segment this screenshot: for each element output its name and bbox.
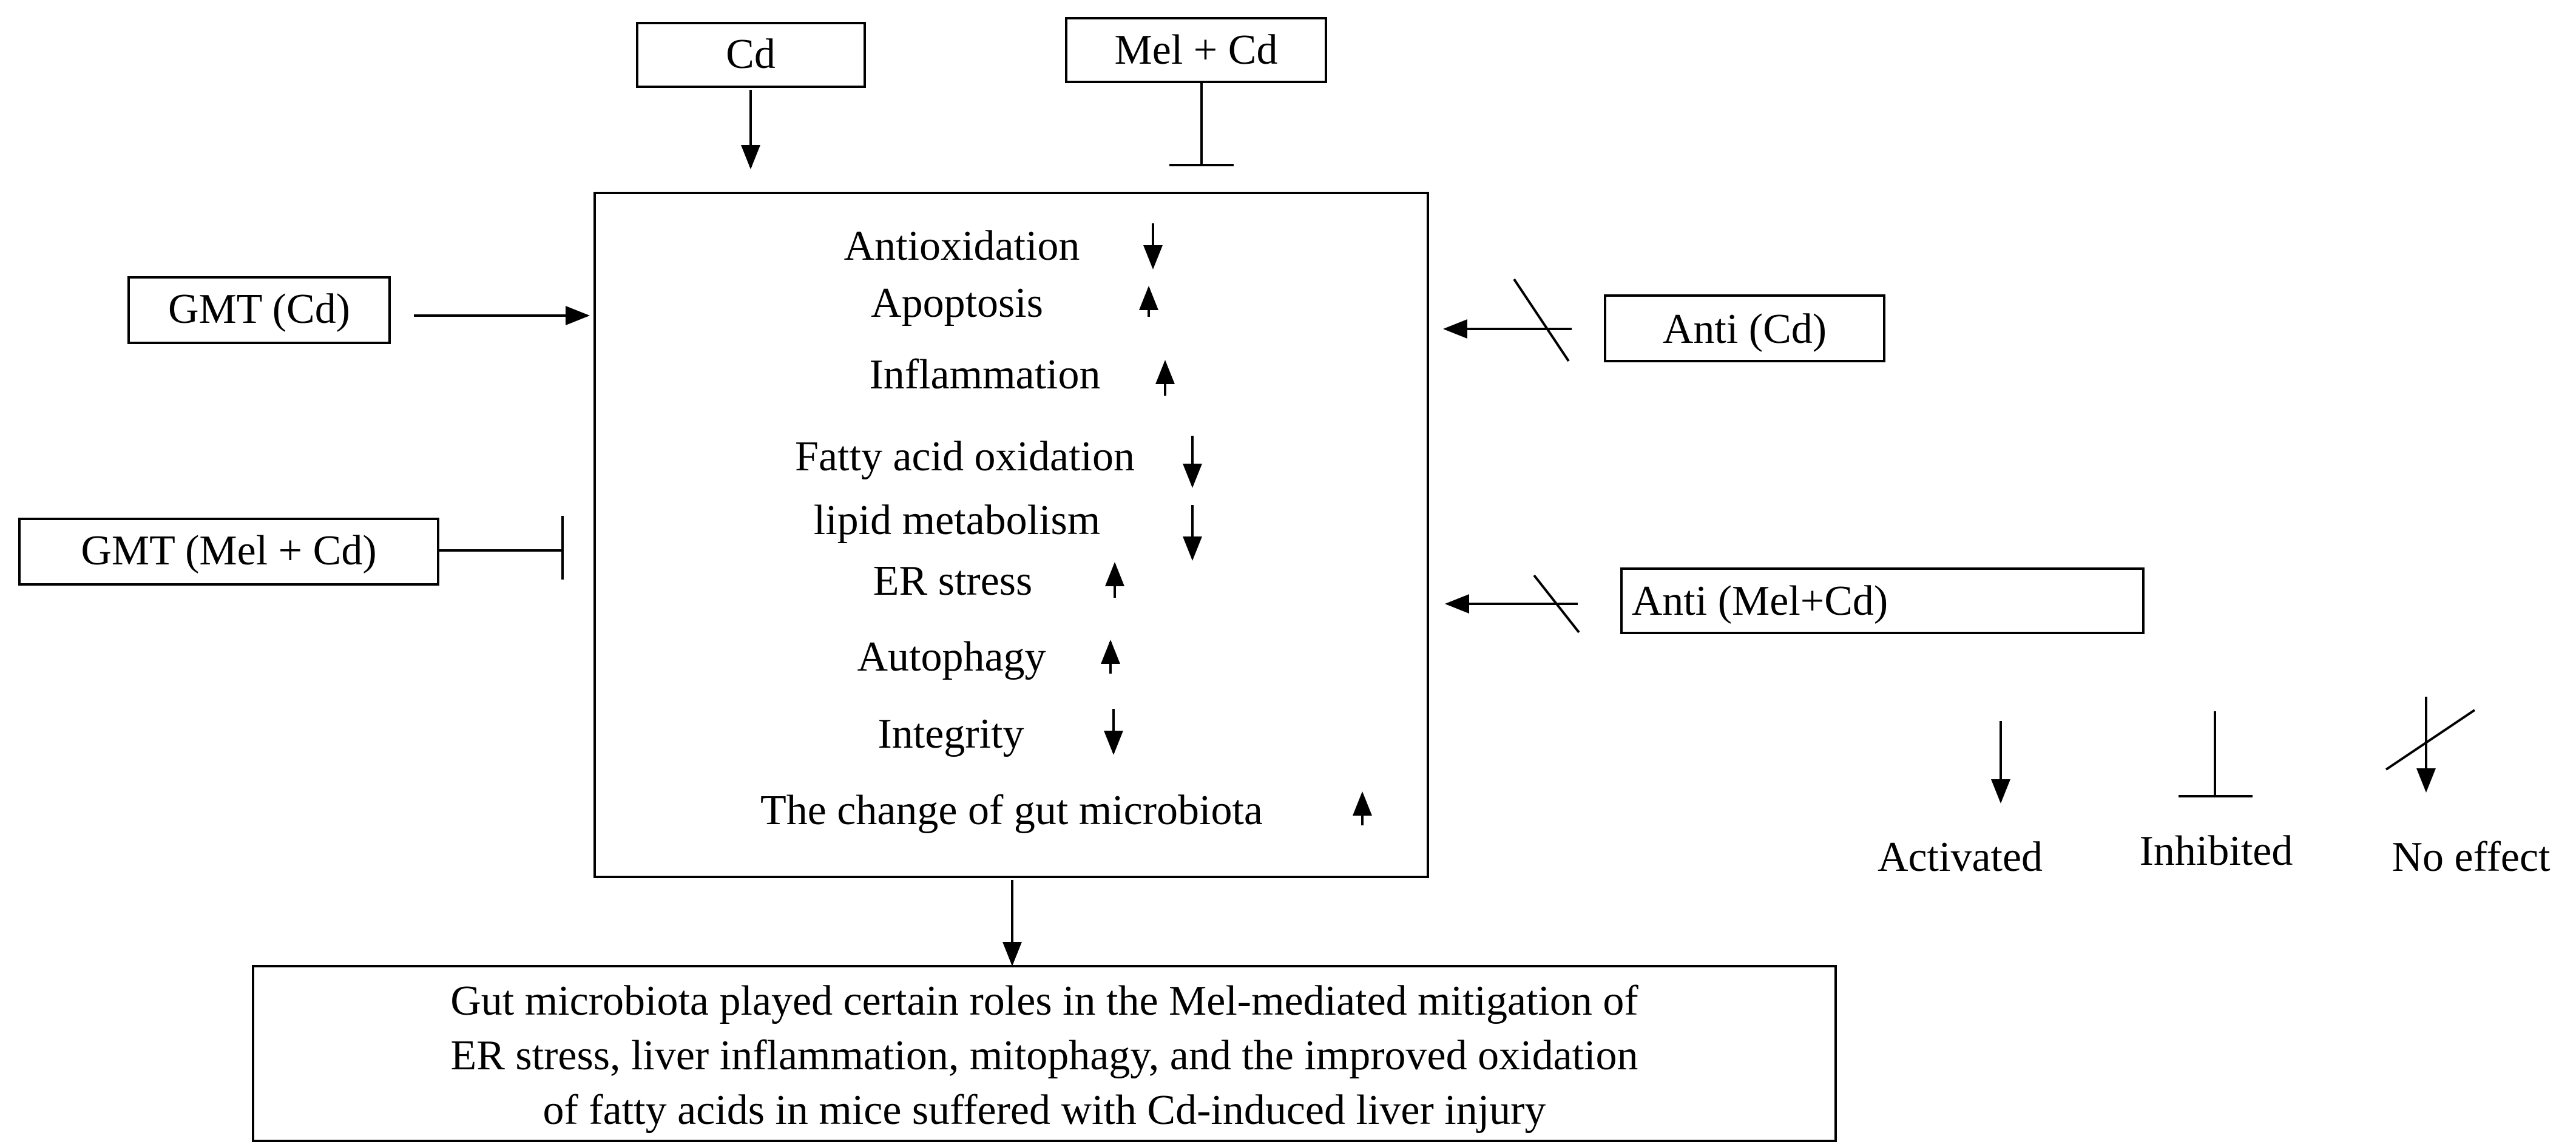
effect-label: ER stress [873, 558, 1033, 604]
conclusion-box: Gut microbiota played certain roles in t… [252, 965, 1837, 1142]
node-anti-mel-cd-label: Anti (Mel+Cd) [1632, 578, 1888, 624]
effect-label: Inflammation [869, 351, 1100, 398]
legend-inhibited-label: Inhibited [2140, 828, 2293, 875]
effect-label: Apoptosis [871, 280, 1043, 327]
conclusion-line-1: Gut microbiota played certain roles in t… [450, 978, 1638, 1024]
inhibit-mel-cd [1169, 82, 1234, 166]
effect-label: The change of gut microbiota [760, 787, 1263, 834]
node-cd-label: Cd [726, 31, 776, 78]
node-anti-mel-cd: Anti (Mel+Cd) [1620, 567, 2145, 634]
effect-label: lipid metabolism [814, 497, 1100, 544]
node-gmt-cd: GMT (Cd) [127, 276, 391, 344]
no-effect-anti-mel-cd [1445, 574, 1580, 634]
legend-activated: Activated [1878, 721, 2043, 881]
legend-activated-label: Activated [1878, 834, 2043, 881]
legend-no-effect: No effect [2385, 697, 2551, 881]
node-gmt-cd-label: GMT (Cd) [168, 286, 350, 333]
legend-inhibited: Inhibited [2140, 711, 2293, 875]
inhibit-gmt-mel-cd [438, 516, 564, 580]
node-cd: Cd [636, 22, 866, 88]
effect-label: Integrity [877, 711, 1024, 757]
legend: Activated Inhibited No effect [1878, 697, 2551, 881]
effect-label: Antioxidation [844, 223, 1080, 269]
node-anti-cd: Anti (Cd) [1604, 294, 1885, 362]
effect-label: Fatty acid oxidation [795, 433, 1135, 480]
node-mel-cd: Mel + Cd [1065, 17, 1327, 83]
node-gmt-mel-cd-label: GMT (Mel + Cd) [81, 527, 376, 574]
node-gmt-mel-cd: GMT (Mel + Cd) [18, 518, 439, 586]
effects-list: AntioxidationApoptosisInflammationFatty … [760, 223, 1372, 834]
node-mel-cd-label: Mel + Cd [1115, 27, 1278, 73]
legend-no-effect-slash [2385, 709, 2476, 771]
legend-no-effect-label: No effect [2392, 834, 2551, 881]
conclusion-line-3: of fatty acids in mice suffered with Cd-… [543, 1087, 1546, 1134]
node-anti-cd-label: Anti (Cd) [1663, 306, 1827, 353]
no-effect-anti-cd [1443, 278, 1572, 362]
effects-box [593, 192, 1429, 878]
conclusion-line-2: ER stress, liver inflammation, mitophagy… [450, 1032, 1638, 1079]
effect-label: Autophagy [857, 634, 1046, 680]
